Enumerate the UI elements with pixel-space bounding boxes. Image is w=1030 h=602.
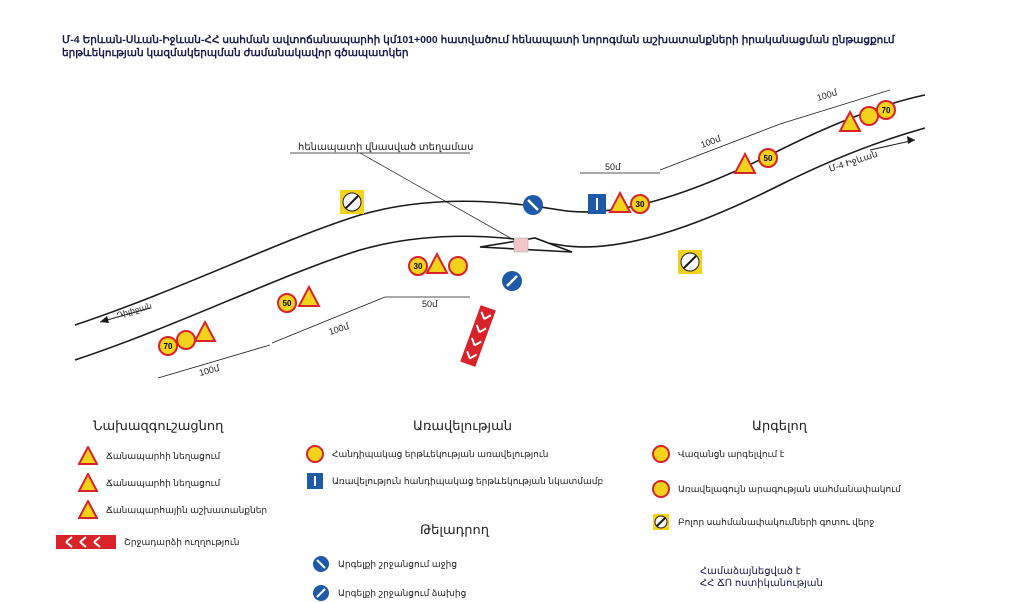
legend-heading-priority: Առավելության: [413, 418, 512, 433]
damaged-leader-line: [359, 152, 515, 241]
sign-4-2-1-pass-right: [523, 195, 543, 215]
legend-item: Արգելքի շրջանցում ձախից: [312, 584, 466, 602]
sign-3-24-speed-70: 70: [158, 336, 178, 356]
legend-item: Հանդիպակաց երթևեկության առավելություն: [306, 445, 548, 463]
road-works-sign-icon: [78, 500, 98, 519]
sign-3-24-speed-30: 30: [630, 194, 650, 214]
legend-item: Առավելագույն արագության սահմանափակում: [652, 480, 901, 498]
sign-3-24-speed-70: 70: [876, 100, 896, 120]
priority-over-oncoming-sign-icon: [307, 473, 323, 489]
legend-item: Ճանապարհի նեղացում: [78, 446, 220, 466]
svg-text:50: 50: [764, 154, 773, 163]
distance-label: 50մ: [605, 162, 621, 172]
legend-heading-warning: Նախազգուշացնող: [93, 418, 224, 433]
legend-item: Ճանապարհային աշխատանքներ: [78, 500, 267, 520]
narrowing-sign-icon: [78, 446, 98, 465]
sign-3-24-speed-30: 30: [408, 256, 428, 276]
arrow-left-icon: [100, 316, 109, 323]
sign-3-24-speed-50: 50: [758, 148, 778, 168]
svg-text:30: 30: [414, 262, 423, 271]
legend-heading-prohibitory: Արգելող: [752, 418, 808, 433]
legend-item: Բոլոր սահմանափակումների գոտու վերջ: [652, 513, 874, 531]
sign-2-6-oncoming-priority: [448, 256, 468, 276]
sign-3-31-end-of-restrictions: [678, 250, 702, 274]
pass-left-sign-icon: [313, 585, 329, 601]
sign-2-7-priority-over-oncoming: [588, 194, 606, 214]
speed-limit-sign-icon: [652, 480, 670, 498]
legend-item: Առավելություն հանդիպակաց երթևեկության նկ…: [306, 472, 603, 490]
sign-3-31-end-of-restrictions: [340, 190, 364, 214]
no-overtaking-sign-icon: [652, 445, 670, 463]
sign-3-24-speed-50: 50: [277, 293, 297, 313]
sign-3-20-no-overtaking: [176, 330, 196, 350]
sign-1-20-narrowing: [733, 151, 757, 174]
arrow-right-icon: [907, 136, 915, 144]
svg-text:30: 30: [636, 200, 645, 209]
sign-1-20-narrowing: [297, 284, 321, 307]
oncoming-priority-sign-icon: [306, 445, 324, 463]
distance-label: 100մ: [816, 87, 839, 103]
sign-1-25-road-works: [425, 251, 449, 274]
legend-item: Արգելքի շրջանցում աջից: [312, 555, 457, 573]
sign-1-25-road-works: [193, 319, 217, 342]
damaged-spot: [513, 237, 529, 253]
legend-item: Ճանապարհի նեղացում: [78, 473, 220, 493]
legend-heading-mandatory: Թելադրող: [420, 522, 489, 537]
distance-label: 50մ: [422, 299, 438, 309]
sign-1-25-road-works: [838, 109, 862, 132]
sign-3-20-no-overtaking: [859, 106, 879, 126]
approval-stamp: Համաձայնեցված է ՀՀ ՃՈ ոստիկանության: [700, 566, 823, 589]
pass-right-sign-icon: [313, 556, 329, 572]
narrowing-sign-icon: [78, 473, 98, 492]
turn-direction-sign-icon: [56, 535, 116, 549]
end-of-restrictions-sign-icon: [653, 514, 669, 530]
svg-text:50: 50: [283, 299, 292, 308]
legend-item: Շրջադարձի ուղղություն: [56, 535, 240, 549]
sign-1-25-road-works: [608, 190, 632, 213]
svg-text:70: 70: [164, 342, 173, 351]
legend-item: Վազանցն արգելվում է: [652, 445, 784, 463]
damaged-place-label: հենապատի վնասված տեղամաս: [298, 142, 474, 153]
sign-1-34-2-turn-direction: [460, 305, 496, 367]
svg-text:70: 70: [882, 106, 891, 115]
scheme-title: Մ-4 Երևան-Սևան-Իջևան-ՀՀ սահման ավտոճանապ…: [62, 34, 895, 59]
sign-4-2-2-pass-left: [502, 271, 522, 291]
distance-label: 100մ: [328, 321, 351, 337]
road-edge-top: [74, 94, 926, 326]
